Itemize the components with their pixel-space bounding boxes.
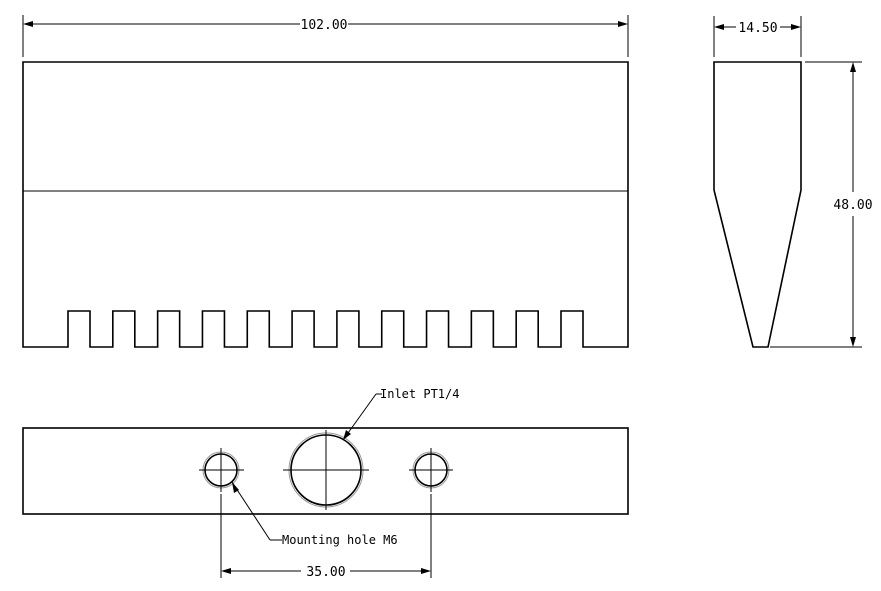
inlet-hole [283, 430, 369, 510]
side-view: 14.50 48.00 [713, 16, 873, 348]
dimension-height: 48.00 [770, 61, 873, 348]
inlet-leader: Inlet PT1/4 [342, 387, 459, 441]
dimension-overall-length: 102.00 [22, 15, 629, 57]
side-profile-outline [713, 61, 802, 348]
height-label: 48.00 [833, 198, 872, 213]
front-view: 102.00 [22, 15, 629, 348]
mounting-hole-note: Mounting hole M6 [282, 533, 398, 547]
dimension-width: 14.50 [713, 16, 802, 57]
front-body-outline [22, 61, 629, 348]
top-view: Inlet PT1/4 Mounting hole M6 35.00 [22, 387, 629, 580]
mounting-hole-right [409, 448, 453, 492]
mounting-hole-leader: Mounting hole M6 [231, 481, 398, 547]
dimension-hole-spacing: 35.00 [220, 494, 432, 580]
mounting-hole-left [199, 448, 244, 492]
top-body-outline [22, 427, 629, 515]
hole-spacing-label: 35.00 [306, 565, 345, 580]
overall-length-label: 102.00 [301, 18, 348, 33]
inlet-note: Inlet PT1/4 [380, 387, 459, 401]
width-label: 14.50 [738, 21, 777, 36]
